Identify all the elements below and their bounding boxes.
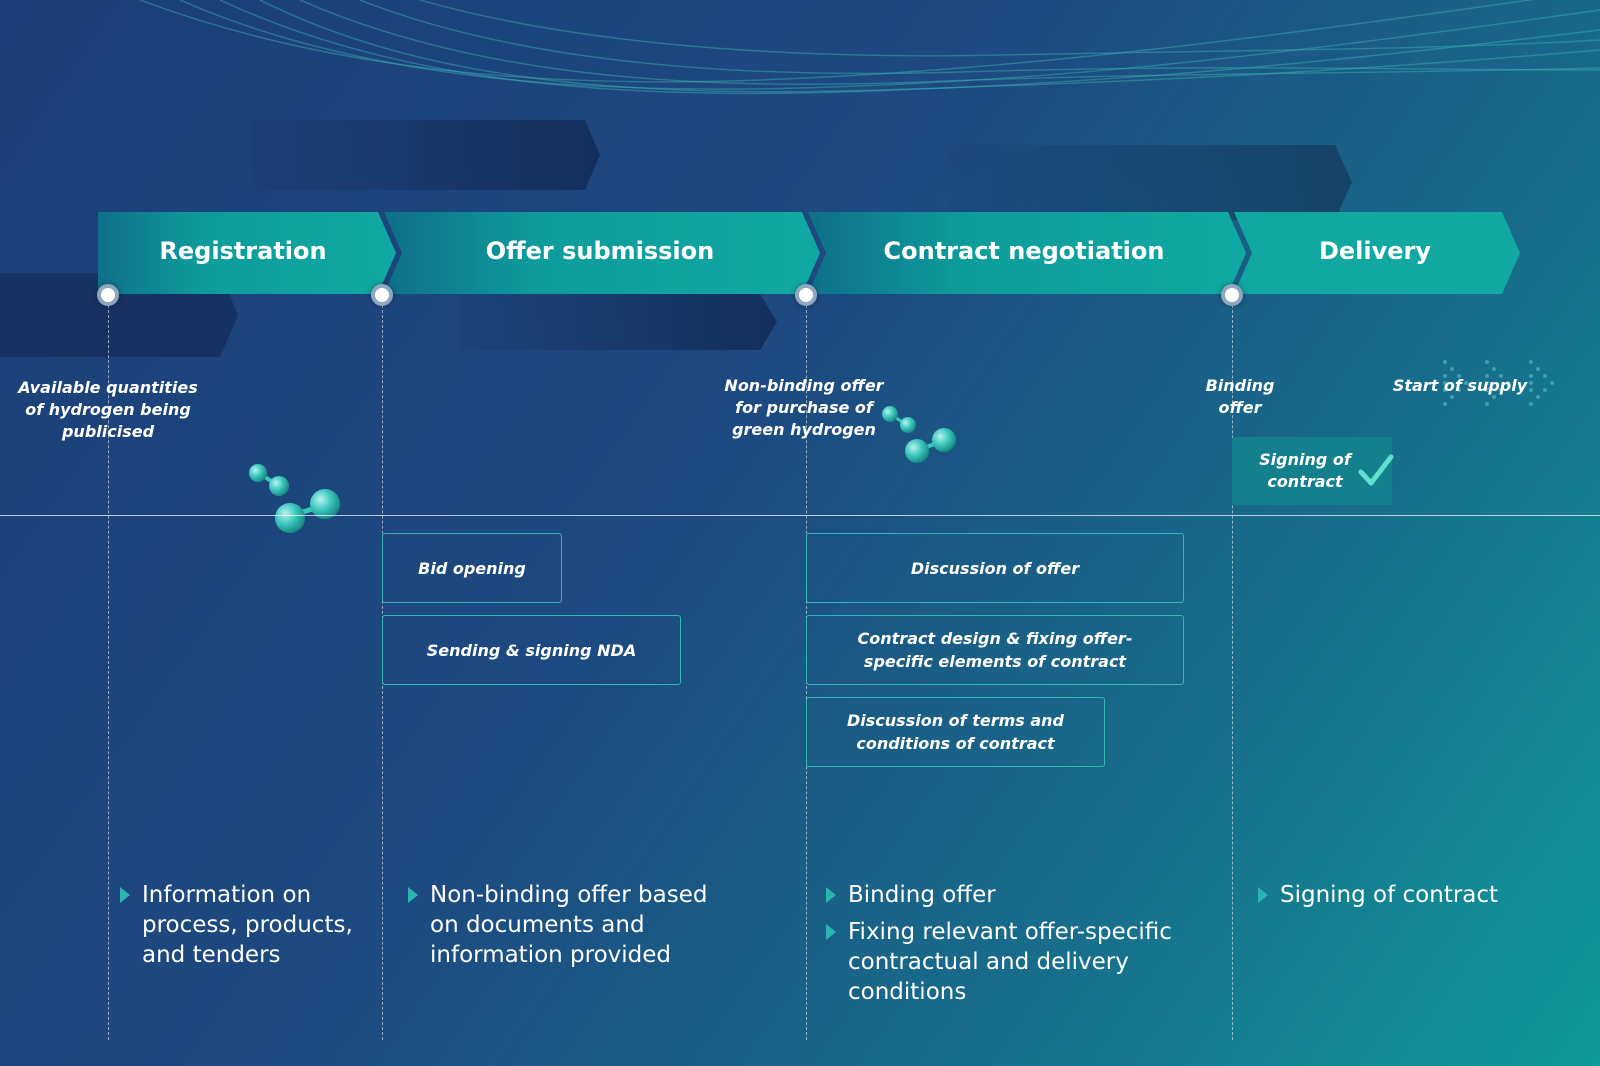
phase-contract-negotiation: Contract negotiation	[883, 237, 1165, 265]
chevron-shadow-1	[250, 120, 600, 190]
chevron-shadow-4	[460, 294, 777, 350]
step-contract-design: Contract design & fixing offer-specific …	[806, 615, 1184, 685]
milestone-note-non-binding: Non-binding offer for purchase of green …	[724, 376, 884, 439]
milestone-note-registration: Available quantities of hydrogen being p…	[18, 378, 198, 441]
chevron-shadow-2	[950, 145, 1352, 220]
bullet-text: Non-binding offer based on documents and…	[430, 882, 708, 968]
bullet-negotiation-2: Fixing relevant offer-specific contractu…	[826, 917, 1193, 1007]
bullet-text: Information on process, products, and te…	[142, 882, 353, 968]
bullet-text: Binding offer	[848, 882, 996, 908]
bullet-marker-icon	[1258, 887, 1268, 903]
step-terms: Discussion of terms and conditions of co…	[806, 697, 1105, 767]
bullet-text: Signing of contract	[1280, 882, 1499, 908]
milestone-marker	[1221, 284, 1243, 306]
bullet-registration: Information on process, products, and te…	[120, 880, 382, 970]
bullet-delivery: Signing of contract	[1258, 880, 1600, 910]
phase-offer-submission: Offer submission	[485, 237, 715, 265]
phase-bar	[98, 212, 1520, 294]
bullet-marker-icon	[408, 887, 418, 903]
bullet-marker-icon	[120, 887, 130, 903]
milestone-note-binding: Binding offer	[1205, 376, 1275, 417]
molecule-icon	[882, 406, 956, 463]
signing-contract-label: Signing of contract	[1259, 450, 1351, 491]
arrow-dots-icon	[1443, 360, 1554, 406]
checkmark-icon	[1358, 454, 1394, 486]
milestone-note-start-supply: Start of supply	[1392, 376, 1528, 395]
bullet-text: Fixing relevant offer-specific contractu…	[848, 919, 1172, 1005]
phase-registration: Registration	[159, 237, 327, 265]
timeline-divider	[108, 305, 109, 1040]
milestone-marker	[795, 284, 817, 306]
molecule-icon	[249, 464, 340, 533]
step-discussion-offer: Discussion of offer	[806, 533, 1184, 603]
bullet-negotiation-1: Binding offer	[826, 880, 1188, 910]
horizontal-divider	[0, 515, 1600, 516]
timeline-divider	[1232, 305, 1233, 1040]
bullet-marker-icon	[826, 887, 836, 903]
milestone-marker	[97, 284, 119, 306]
signing-contract-box: Signing of contract	[1232, 437, 1394, 505]
phase-delivery: Delivery	[1318, 237, 1432, 265]
step-bid-opening: Bid opening	[382, 533, 562, 603]
bullet-offer: Non-binding offer based on documents and…	[408, 880, 730, 970]
step-nda: Sending & signing NDA	[382, 615, 681, 685]
bullet-marker-icon	[826, 924, 836, 940]
wave-lines	[139, 0, 1600, 95]
milestone-marker	[371, 284, 393, 306]
